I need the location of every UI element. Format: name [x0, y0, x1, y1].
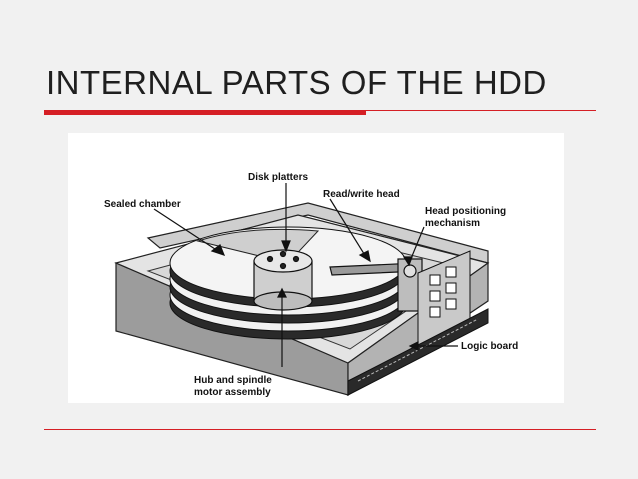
label-head-positioning-1: Head positioning: [425, 206, 506, 217]
head-positioning-block: [417, 250, 471, 346]
footer-rule: [44, 429, 596, 430]
leader-lines: [153, 183, 458, 367]
label-read-write-head: Read/write head: [323, 189, 400, 200]
label-disk-platters: Disk platters: [248, 172, 308, 183]
spindle-hub: [253, 249, 313, 311]
label-sealed-chamber: Sealed chamber: [104, 199, 181, 210]
label-hub-spindle-2: motor assembly: [194, 387, 271, 398]
title-underline-thick: [44, 110, 366, 115]
title-underline-thin: [366, 110, 596, 111]
label-hub-spindle-1: Hub and spindle: [194, 375, 272, 386]
label-head-positioning-2: mechanism: [425, 218, 480, 229]
label-logic-board: Logic board: [461, 341, 518, 352]
slide-title: INTERNAL PARTS OF THE HDD: [46, 64, 547, 101]
hdd-illustration: Disk platters Sealed chamber Read/write …: [104, 172, 518, 398]
hdd-diagram: Disk platters Sealed chamber Read/write …: [68, 133, 564, 403]
